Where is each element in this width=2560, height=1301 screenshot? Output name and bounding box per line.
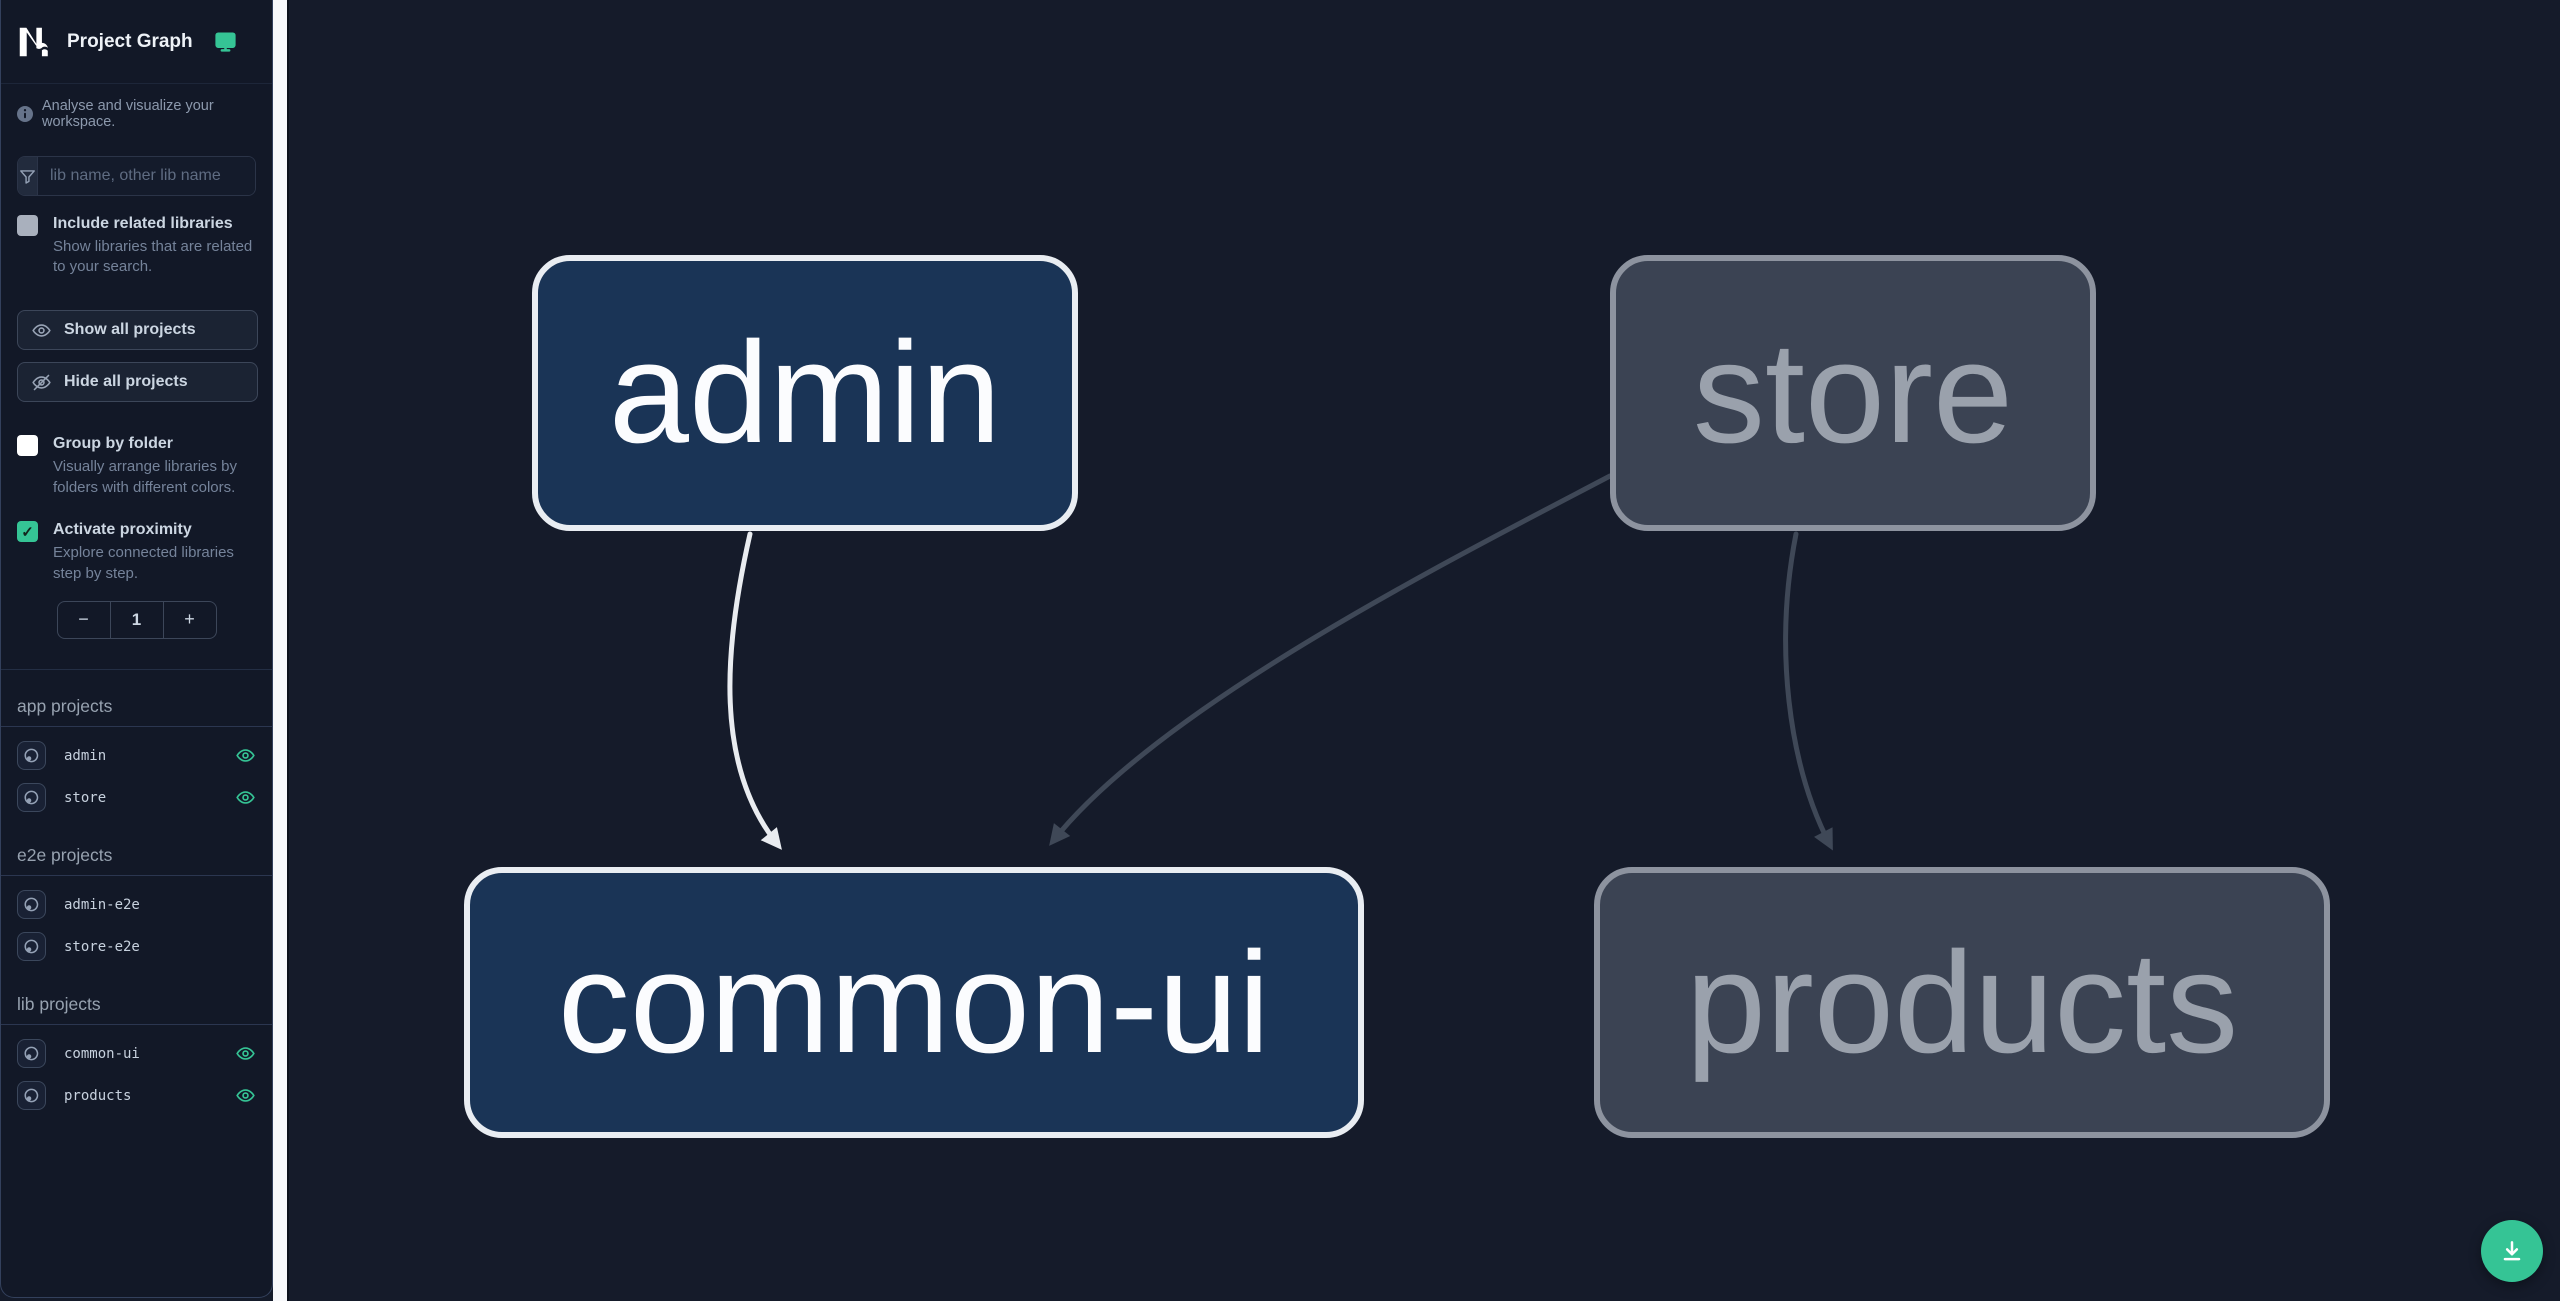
panel-resizer[interactable] xyxy=(273,0,289,1301)
focus-project-button[interactable] xyxy=(17,1039,46,1069)
show-all-projects-button[interactable]: Show all projects xyxy=(17,310,258,351)
focus-project-button[interactable] xyxy=(17,932,46,962)
option-description: Show libraries that are related to your … xyxy=(53,237,253,276)
option-activate-proximity: ✓ Activate proximity Explore connected l… xyxy=(1,520,272,584)
project-name: admin xyxy=(64,747,107,764)
project-list-item[interactable]: admin-e2e xyxy=(1,884,272,926)
tagline: Analyse and visualize your workspace. xyxy=(42,98,214,130)
sidebar: Project Graph Analyse and visualize yo xyxy=(0,0,273,1298)
project-list-item[interactable]: store-e2e xyxy=(1,926,272,968)
option-description: Visually arrange libraries by folders wi… xyxy=(53,457,237,496)
project-section: lib projects common-ui produc xyxy=(1,994,272,1117)
project-list-item[interactable]: common-ui xyxy=(1,1033,272,1075)
project-name: products xyxy=(64,1087,132,1104)
download-image-button[interactable] xyxy=(2481,1220,2543,1282)
proximity-stepper: − 1 + xyxy=(56,600,217,639)
theme-toggle-button[interactable] xyxy=(213,29,238,54)
section-heading: e2e projects xyxy=(1,845,272,876)
sidebar-header: Project Graph xyxy=(1,0,272,84)
edge-store-common-ui xyxy=(1049,473,1613,846)
project-name: store-e2e xyxy=(64,938,140,955)
focus-project-button[interactable] xyxy=(17,890,46,920)
eye-slot xyxy=(234,1085,256,1106)
download-icon xyxy=(2499,1238,2525,1264)
nx-logo xyxy=(15,23,53,61)
graph-node-common-ui[interactable]: common-ui xyxy=(464,867,1364,1138)
eye-icon xyxy=(31,320,52,341)
eye-icon[interactable] xyxy=(235,787,256,808)
workspace-info: Analyse and visualize your workspace. xyxy=(1,98,272,130)
option-group-by-folder: Group by folder Visually arrange librari… xyxy=(1,434,272,498)
project-name: admin-e2e xyxy=(64,896,140,913)
graph-node-products[interactable]: products xyxy=(1594,867,2330,1138)
decrement-button[interactable]: − xyxy=(58,602,110,638)
info-icon xyxy=(17,106,33,122)
project-name: store xyxy=(64,789,107,806)
page-title: Project Graph xyxy=(67,30,193,52)
option-description: Explore connected libraries step by step… xyxy=(53,544,234,582)
include-related-checkbox[interactable] xyxy=(17,215,38,236)
activate-proximity-checkbox[interactable]: ✓ xyxy=(17,521,38,543)
section-heading: app projects xyxy=(1,696,272,727)
eye-slot xyxy=(234,745,256,766)
project-filter xyxy=(17,156,256,196)
option-label: Group by folder xyxy=(53,435,173,453)
project-section: e2e projects admin-e2e store-e2e xyxy=(1,845,272,968)
hide-all-projects-button[interactable]: Hide all projects xyxy=(17,362,258,403)
focus-project-button[interactable] xyxy=(17,741,46,771)
section-items: common-ui products xyxy=(1,1033,272,1117)
edge-admin-common-ui xyxy=(727,531,782,850)
option-include-related: Include related libraries Show libraries… xyxy=(1,214,272,278)
project-list-item[interactable]: admin xyxy=(1,735,272,777)
project-name: common-ui xyxy=(64,1045,140,1062)
search-input[interactable] xyxy=(38,157,255,195)
eye-icon[interactable] xyxy=(235,1043,256,1064)
funnel-icon xyxy=(18,157,38,195)
eye-slot xyxy=(234,787,256,808)
edge-store-products xyxy=(1783,531,1833,851)
project-list-item[interactable]: products xyxy=(1,1075,272,1117)
graph-node-admin[interactable]: admin xyxy=(532,255,1078,531)
proximity-value: 1 xyxy=(109,601,164,638)
section-heading: lib projects xyxy=(1,994,272,1025)
increment-button[interactable]: + xyxy=(164,602,216,638)
divider xyxy=(1,668,272,670)
group-by-folder-checkbox[interactable] xyxy=(17,435,38,457)
eye-icon[interactable] xyxy=(235,745,256,766)
graph-node-store[interactable]: store xyxy=(1610,255,2096,531)
option-label: Activate proximity xyxy=(53,521,192,539)
project-sections: app projects admin store xyxy=(1,696,272,1117)
eye-icon[interactable] xyxy=(235,1085,256,1106)
eye-slot xyxy=(234,1043,256,1064)
option-label: Include related libraries xyxy=(53,215,233,232)
focus-project-button[interactable] xyxy=(17,783,46,813)
eye-off-icon xyxy=(31,372,52,393)
project-list-item[interactable]: store xyxy=(1,777,272,819)
project-section: app projects admin store xyxy=(1,696,272,819)
section-items: admin-e2e store-e2e xyxy=(1,884,272,968)
focus-project-button[interactable] xyxy=(17,1081,46,1111)
monitor-icon xyxy=(213,29,238,54)
section-items: admin store xyxy=(1,735,272,819)
